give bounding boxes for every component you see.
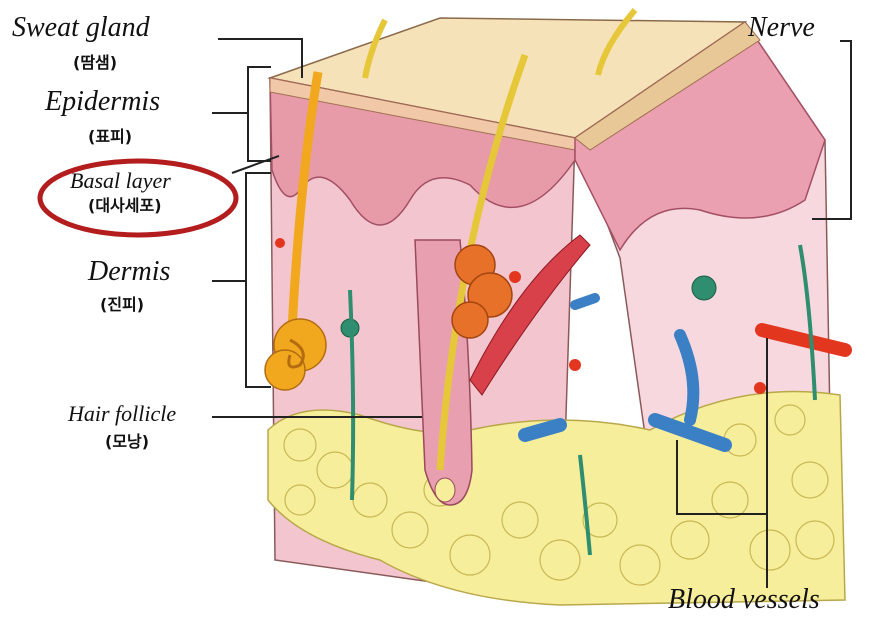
dermis-ko-label: (진피) (100, 297, 144, 313)
epidermis-label: Epidermis (45, 88, 160, 116)
epidermis-bracket (247, 66, 271, 162)
hair-follicle-leader (212, 416, 422, 418)
sweat-gland-label: Sweat gland (12, 14, 150, 42)
basal-layer-ko-label: (대사세포) (88, 198, 162, 214)
sweat-gland-ko-label: (땀샘) (73, 55, 117, 71)
dermis-leader (212, 280, 245, 282)
sweat-gland-leader (218, 38, 303, 40)
basal-layer-label: Basal layer (70, 170, 171, 192)
hair-follicle-label: Hair follicle (68, 403, 176, 425)
blood-vessels-leader-a (676, 440, 678, 515)
nerve-leader-vertical (850, 40, 852, 220)
epidermis-ko-label: (표피) (88, 129, 132, 145)
blood-vessels-leader-b (766, 338, 768, 588)
blood-vessels-label: Blood vessels (668, 586, 820, 614)
nerve-label: Nerve (748, 14, 815, 42)
dermis-bracket (245, 172, 271, 388)
dermis-label: Dermis (88, 258, 170, 286)
epidermis-leader (212, 112, 247, 114)
hair-follicle-ko-label: (모낭) (105, 434, 149, 450)
